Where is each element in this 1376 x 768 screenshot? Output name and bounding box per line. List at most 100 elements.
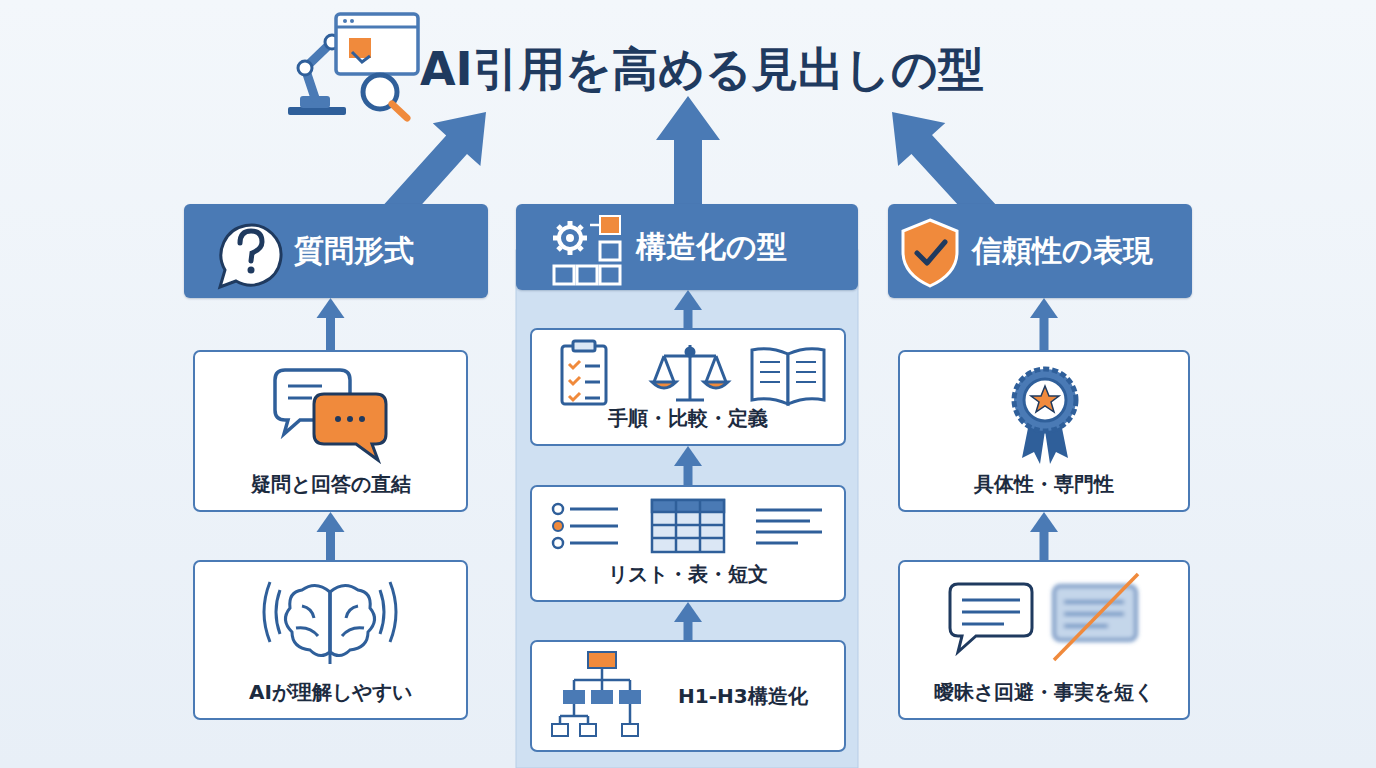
robot-icon xyxy=(363,75,397,109)
scales-icon xyxy=(652,382,676,388)
hierarchy-icon xyxy=(619,690,641,704)
feature-box: リスト・表・短文 xyxy=(530,485,846,602)
feature-box: 疑問と回答の直結 xyxy=(193,350,468,512)
dialog-icon xyxy=(335,416,341,422)
badge-icon xyxy=(1024,379,1066,421)
robot-icon xyxy=(288,107,346,115)
book-icon xyxy=(788,349,824,404)
scales-icon xyxy=(676,399,704,402)
flow-arrow xyxy=(684,466,693,485)
question-icon xyxy=(240,231,262,261)
question-icon xyxy=(220,225,281,287)
table-icon xyxy=(652,500,724,552)
dialog-icon xyxy=(275,370,350,434)
robot-icon xyxy=(352,52,370,62)
robot-icon xyxy=(336,14,418,74)
text-lines-icon xyxy=(756,510,822,543)
clipboard-icon xyxy=(562,341,606,404)
hierarchy-icon xyxy=(588,652,616,668)
hierarchy-icon xyxy=(563,690,585,704)
clarity-icon xyxy=(1054,586,1136,640)
clipboard-icon xyxy=(569,361,580,400)
clarity-icon xyxy=(950,574,1138,660)
scales-icon xyxy=(652,345,728,400)
dialog-icon xyxy=(275,370,386,460)
book-icon xyxy=(760,362,816,382)
text-lines-icon xyxy=(756,510,822,543)
question-icon xyxy=(220,225,281,287)
structure-icon xyxy=(566,234,574,242)
flow-arrow xyxy=(1040,318,1049,350)
structure-icon xyxy=(553,236,558,241)
badge-icon xyxy=(1014,369,1076,464)
structure-icon xyxy=(559,227,581,249)
list-icon xyxy=(570,509,618,543)
big-arrow xyxy=(656,96,720,220)
scales-icon xyxy=(664,355,716,358)
header-label: 信頼性の表現 xyxy=(972,233,1153,269)
robot-icon xyxy=(305,42,352,98)
shield-icon xyxy=(903,220,957,286)
dialog-icon xyxy=(347,416,353,422)
structure-icon xyxy=(579,247,582,250)
header-label: 質問形式 xyxy=(294,233,414,269)
box-label: 疑問と回答の直結 xyxy=(251,472,411,496)
list-icon xyxy=(553,521,563,531)
clarity-icon xyxy=(950,584,1032,652)
clarity-icon xyxy=(1054,586,1136,640)
badge-icon xyxy=(1044,418,1068,464)
brain-icon xyxy=(264,582,396,642)
clarity-icon xyxy=(1064,602,1124,626)
column-band xyxy=(516,250,858,768)
brain-icon xyxy=(329,592,332,664)
clipboard-icon xyxy=(585,366,600,398)
flow-arrow xyxy=(326,318,335,350)
brain-icon xyxy=(296,606,364,636)
table-icon xyxy=(652,500,724,512)
structure-icon xyxy=(600,216,620,234)
dialog-icon xyxy=(359,416,365,422)
box-label: 曖昧さ回避・事実を短く xyxy=(934,680,1154,704)
brain-icon xyxy=(330,585,375,655)
robot-icon xyxy=(349,38,371,58)
header-label: 構造化の型 xyxy=(636,229,787,265)
table-icon xyxy=(652,500,724,552)
dialog-icon xyxy=(314,394,386,460)
shield-icon xyxy=(917,242,945,263)
hierarchy-icon xyxy=(580,724,596,736)
robot-icon xyxy=(298,61,312,75)
hierarchy-icon xyxy=(552,724,568,736)
table-icon xyxy=(652,500,724,552)
badge-icon xyxy=(1022,418,1046,464)
robot-icon xyxy=(336,26,418,29)
hierarchy-icon xyxy=(622,724,638,736)
structure-icon xyxy=(577,266,597,284)
hierarchy-icon xyxy=(591,690,613,704)
structure-icon xyxy=(568,250,573,255)
shield-icon xyxy=(903,220,957,286)
robot-icon xyxy=(288,14,418,118)
badge-icon xyxy=(1031,386,1059,412)
structure-icon xyxy=(554,266,574,284)
feature-box: 曖昧さ回避・事実を短く xyxy=(898,560,1190,720)
flow-arrow xyxy=(684,622,693,640)
list-icon xyxy=(553,504,618,548)
structure-icon xyxy=(579,226,582,229)
box-label: リスト・表・短文 xyxy=(608,562,768,586)
flow-arrow xyxy=(1040,532,1049,560)
list-icon xyxy=(553,538,563,548)
hierarchy-icon xyxy=(552,652,641,736)
clarity-icon xyxy=(962,600,1020,624)
scales-icon xyxy=(686,348,694,356)
box-label: 手順・比較・定義 xyxy=(608,406,768,430)
scales-icon xyxy=(704,382,728,388)
clipboard-icon xyxy=(562,346,606,404)
scales-icon xyxy=(654,356,726,382)
clipboard-icon xyxy=(573,341,595,351)
brain-icon xyxy=(285,585,330,655)
hierarchy-icon xyxy=(560,668,630,724)
structure-icon xyxy=(600,266,620,284)
robot-icon xyxy=(300,96,330,108)
